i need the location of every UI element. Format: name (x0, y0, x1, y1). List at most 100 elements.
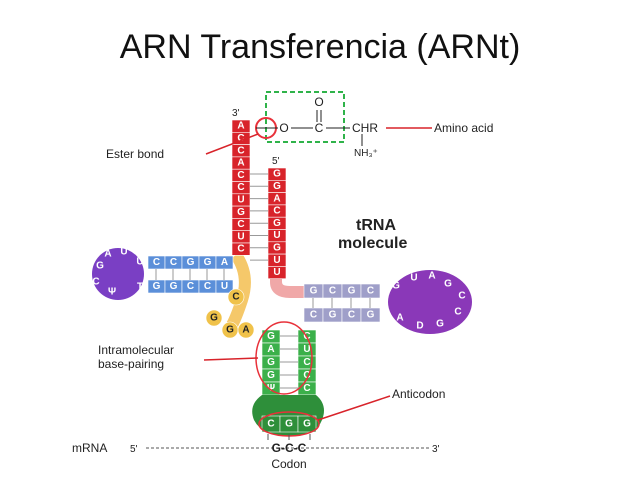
anticodon-stem-left-nt-letter: G (267, 370, 275, 381)
d-loop-nt: A (104, 249, 111, 260)
acceptor-left-nt-letter: C (237, 133, 244, 144)
t-arm-top-nt-letter: G (310, 286, 318, 297)
t-arm-bottom-nt-letter: C (310, 310, 317, 321)
d-arm-top-nt-letter: C (170, 257, 177, 268)
d-arm-bottom-nt-letter: C (204, 281, 211, 292)
t-loop-nt: G (436, 319, 444, 330)
acceptor-left-nt-letter: A (237, 158, 244, 169)
anticodon-base-letter: C (267, 419, 274, 430)
t-loop-ring (388, 270, 472, 334)
d-arm-bottom-nt-letter: C (187, 281, 194, 292)
end-3-label: 3' (232, 108, 240, 119)
codon-label: Codon (271, 457, 306, 471)
anticodon-stem-right-nt-letter: C (303, 357, 310, 368)
t-arm-top-nt-letter: C (329, 286, 336, 297)
mrna-5-label: 5' (130, 444, 138, 455)
ester-bond-leader (205, 133, 259, 155)
anticodon-stem-left-nt-letter: Ψ (267, 383, 275, 394)
anticodon-base-letter: G (303, 419, 311, 430)
acceptor-right-nt-letter: U (273, 230, 280, 241)
slide-title: ARN Transferencia (ARNt) (119, 28, 521, 66)
d-loop-nt: G (96, 261, 104, 272)
amino-acid-label: Amino acid (434, 121, 493, 135)
d-loop-nt: Ψ (108, 287, 116, 298)
acceptor-right-nt-letter: G (273, 218, 281, 229)
intramolecular-label-2: base-pairing (98, 357, 164, 371)
d-arm-top-nt-letter: G (204, 257, 212, 268)
d-arm-top-nt-letter: C (153, 257, 160, 268)
variable-nt (227, 288, 245, 306)
variable-nt-letter: C (232, 292, 239, 303)
end-5-label: 5' (272, 156, 280, 167)
amino-acid-box (265, 91, 345, 143)
intramolecular-leader (203, 357, 259, 361)
t-arm-bottom-nt-letter: G (367, 310, 375, 321)
t-arm-bottom-nt-letter: G (329, 310, 337, 321)
backbone-path (270, 262, 310, 298)
d-loop-nt: U (120, 247, 127, 258)
acceptor-left-nt-letter: U (237, 231, 244, 242)
chem-c: C (315, 121, 324, 135)
t-loop-nt: U (410, 273, 417, 284)
acceptor-right-nt-letter: U (273, 267, 280, 278)
t-loop-nt: A (396, 313, 403, 324)
intramolecular-label-1: Intramolecular (98, 343, 174, 357)
d-loop-nt: C (92, 277, 99, 288)
t-loop-nt: D (416, 321, 423, 332)
acceptor-left-nt-letter: C (237, 145, 244, 156)
chem-o-top: O (314, 95, 323, 109)
chem-nh3: NH₃⁺ (354, 148, 378, 159)
t-loop-nt: C (458, 291, 465, 302)
anticodon-leader (317, 395, 391, 421)
acceptor-left-nt-letter: G (237, 207, 245, 218)
acceptor-left-nt-letter: C (237, 182, 244, 193)
t-arm-bottom-nt-letter: C (348, 310, 355, 321)
chem-o-bond: O (279, 121, 288, 135)
t-arm-top-nt-letter: C (367, 286, 374, 297)
mrna-3-label: 3' (432, 444, 440, 455)
trna-heading-line1: tRNA (356, 217, 396, 234)
variable-nt-letter: G (226, 325, 234, 336)
acceptor-left-nt-letter: U (237, 194, 244, 205)
t-loop-nt: C (454, 307, 461, 318)
t-loop-nt: A (428, 271, 435, 282)
d-arm-bottom-nt-letter: U (221, 281, 228, 292)
acceptor-right-nt-letter: G (273, 181, 281, 192)
anticodon-stem-left-nt-letter: G (267, 331, 275, 342)
d-loop-ring (92, 248, 144, 300)
d-arm-top-nt-letter: A (221, 257, 228, 268)
d-arm-bottom-nt-letter: G (170, 281, 178, 292)
variable-nt (205, 309, 223, 327)
anticodon-base-letter: G (285, 419, 293, 430)
acceptor-right-nt-letter: G (273, 169, 281, 180)
acceptor-base-pairs (250, 173, 268, 261)
acceptor-left-nt-letter: C (237, 244, 244, 255)
acceptor-right-nt-letter: G (273, 242, 281, 253)
trna-heading-line2: molecule (338, 235, 407, 252)
d-arm-top-nt-letter: G (187, 257, 195, 268)
anticodon-stem-right-nt-letter: U (303, 344, 310, 355)
acceptor-right-nt-letter: A (273, 193, 280, 204)
acceptor-right-nt-letter: U (273, 255, 280, 266)
t-arm-top-nt-letter: G (348, 286, 356, 297)
t-loop-nt: G (444, 279, 452, 290)
variable-nt-letter: A (242, 325, 249, 336)
variable-nt-letter: G (210, 313, 218, 324)
d-loop-nt: U (136, 257, 143, 268)
ester-bond-label: Ester bond (106, 147, 164, 161)
anticodon-label: Anticodon (392, 387, 445, 401)
anticodon-stem-right-nt-letter: C (303, 383, 310, 394)
acceptor-left-nt-letter: C (237, 219, 244, 230)
acceptor-left-nt-letter: C (237, 170, 244, 181)
anticodon-base (297, 415, 317, 433)
acceptor-left-nt (231, 242, 251, 256)
codon-sequence: G-C-C (272, 441, 307, 455)
